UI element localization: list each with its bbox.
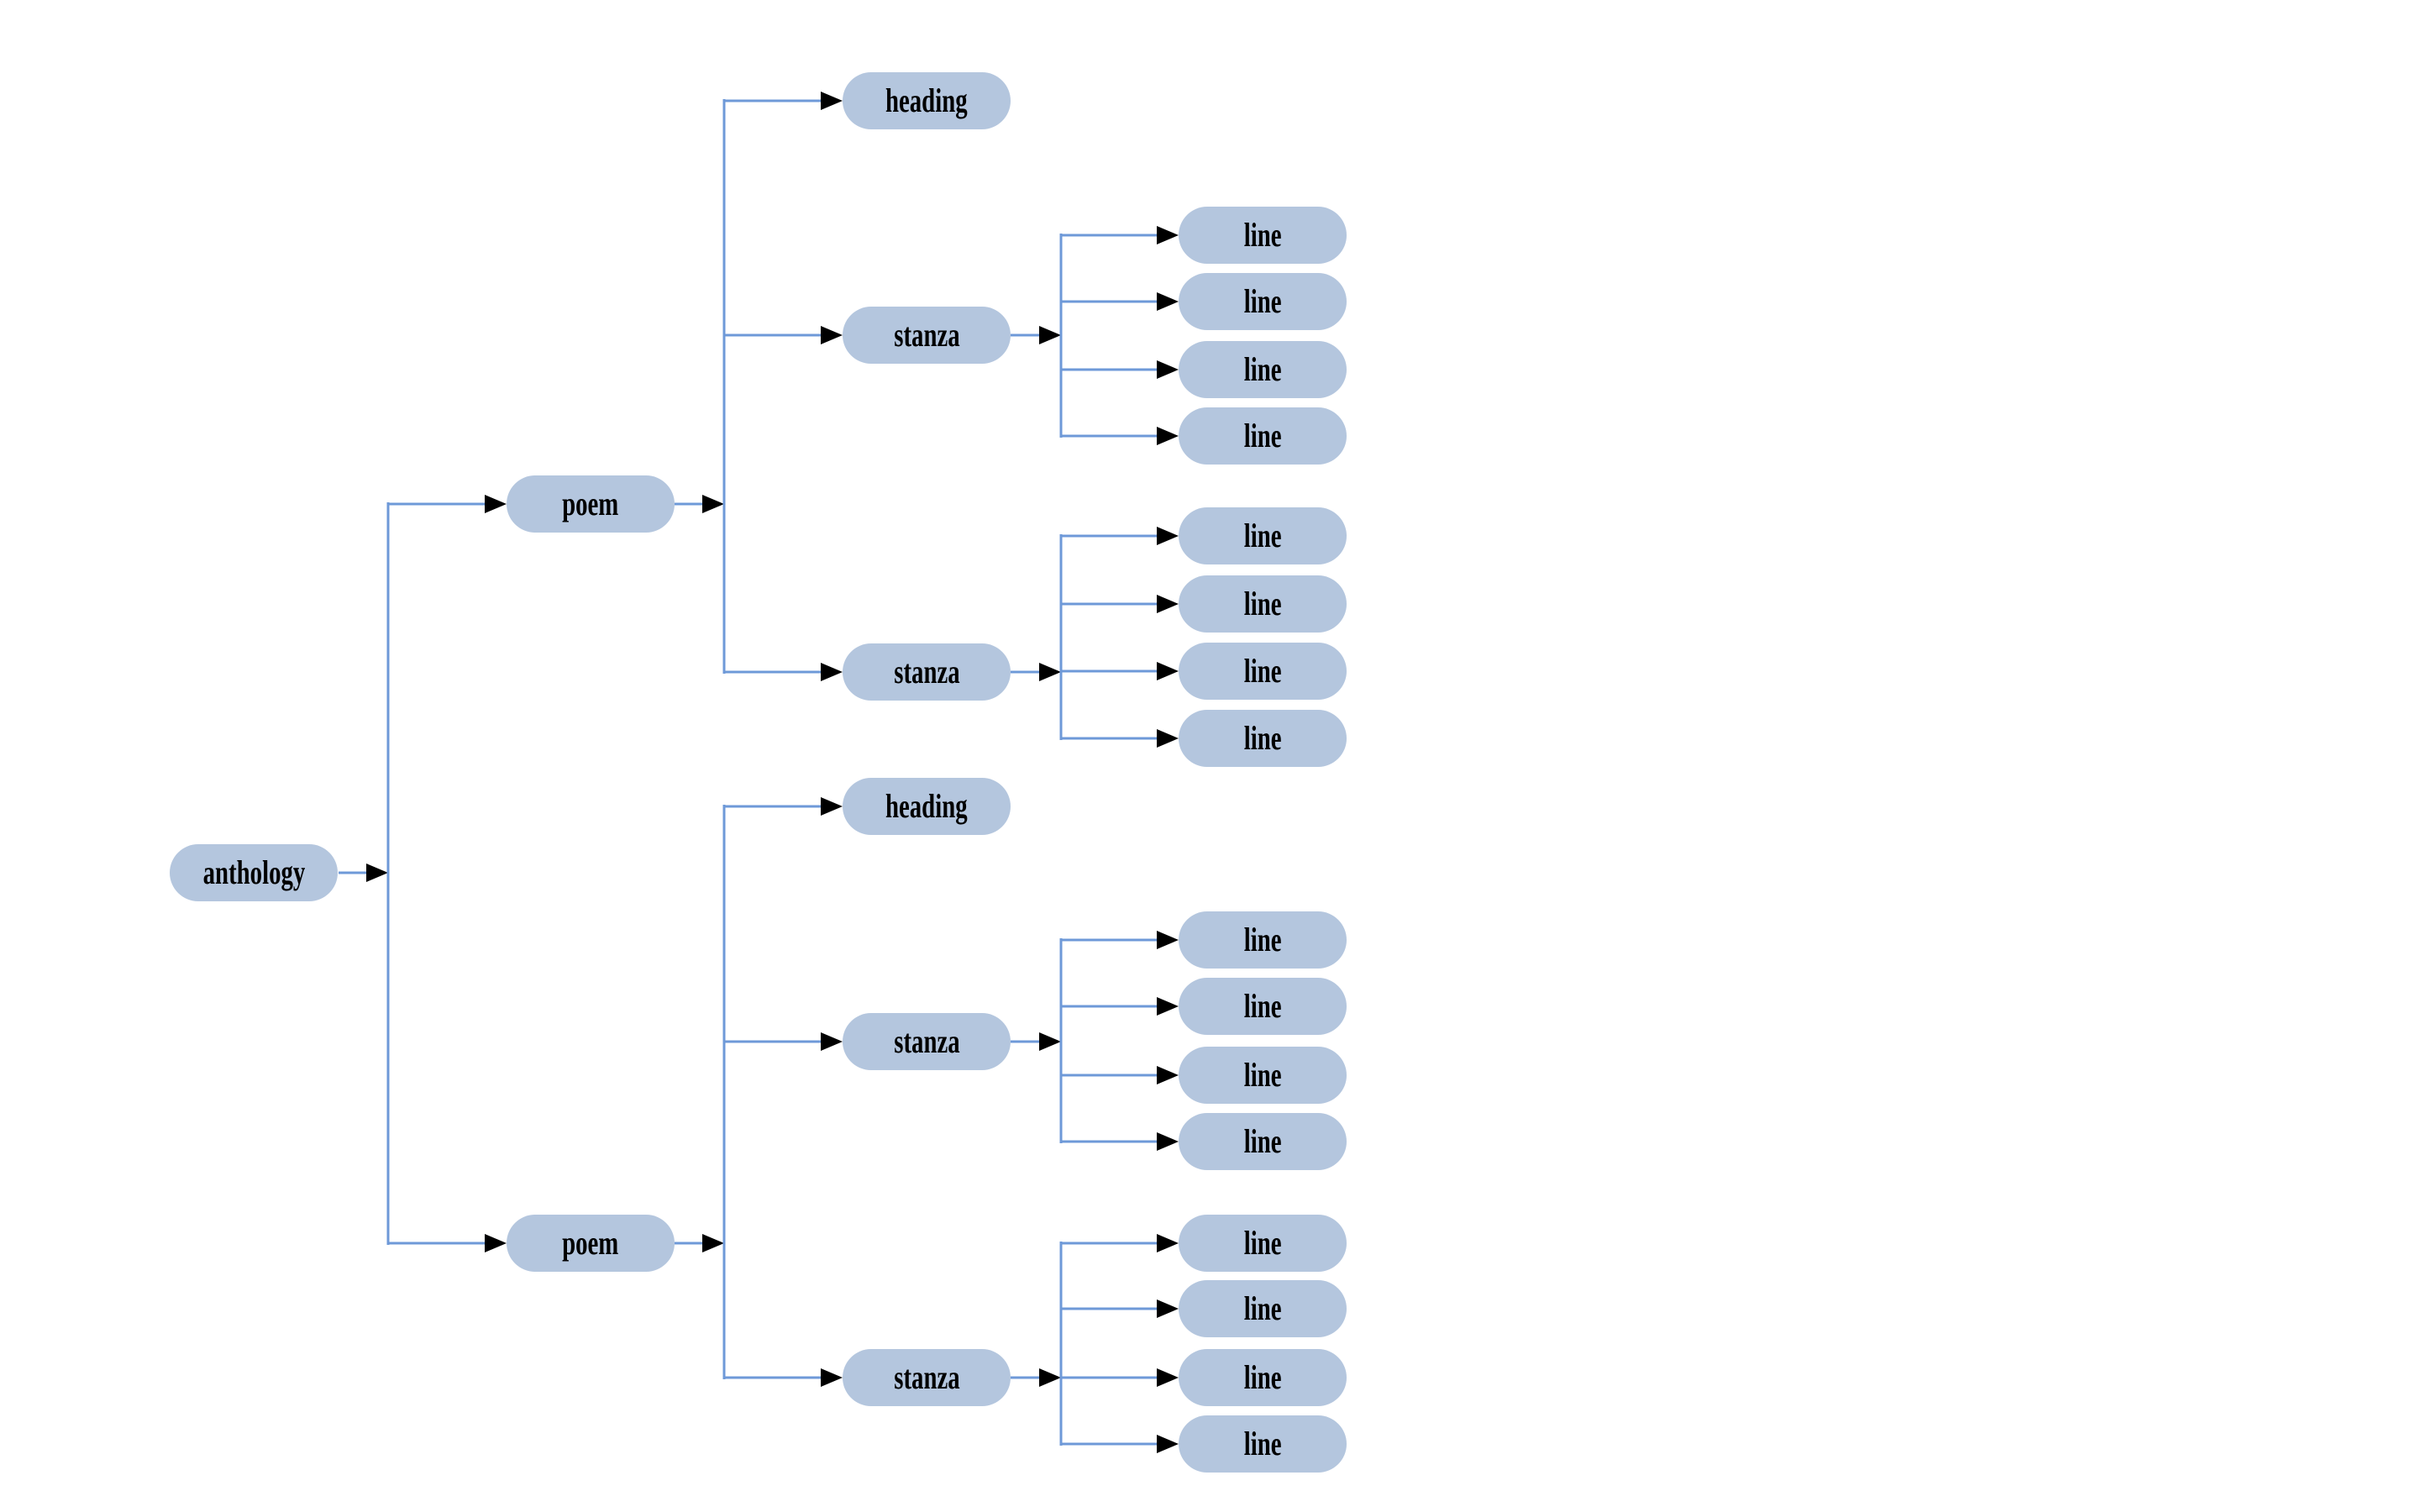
node-poem-1: poem xyxy=(507,475,675,533)
node-label: line xyxy=(1243,921,1282,958)
connector-arrowhead xyxy=(821,797,843,816)
node-label: line xyxy=(1243,1122,1282,1160)
node-line-3-1: line xyxy=(1179,911,1347,969)
connector-arrowhead xyxy=(702,1234,724,1252)
node-line-2-2: line xyxy=(1179,575,1347,633)
edges-stanza1-to-lines xyxy=(1011,226,1179,445)
node-label: poem xyxy=(562,1224,619,1262)
node-stanza-3: stanza xyxy=(843,1013,1011,1070)
node-line-4-2: line xyxy=(1179,1280,1347,1337)
node-heading-1: heading xyxy=(843,72,1011,129)
node-line-3-2: line xyxy=(1179,978,1347,1035)
connector-arrowhead xyxy=(1157,527,1179,545)
connector-arrowhead xyxy=(1157,729,1179,748)
node-label: line xyxy=(1243,282,1282,320)
node-poem-2: poem xyxy=(507,1215,675,1272)
connector-arrowhead xyxy=(702,495,724,513)
connector-arrowhead xyxy=(1039,1368,1061,1387)
connector-arrowhead xyxy=(821,1032,843,1051)
node-label: stanza xyxy=(893,1022,960,1060)
edges-anthology-to-poems xyxy=(339,495,507,1252)
node-label: line xyxy=(1243,1425,1282,1462)
node-label: line xyxy=(1243,719,1282,757)
node-label: anthology xyxy=(202,853,305,891)
node-label: line xyxy=(1243,417,1282,454)
connector-arrowhead xyxy=(1157,1066,1179,1084)
node-line-2-4: line xyxy=(1179,710,1347,767)
connector-arrowhead xyxy=(1157,1234,1179,1252)
edges-stanza3-to-lines xyxy=(1011,931,1179,1151)
node-label: line xyxy=(1243,216,1282,254)
connector-arrowhead xyxy=(1157,292,1179,311)
connector-arrowhead xyxy=(1039,326,1061,344)
edges-stanza4-to-lines xyxy=(1011,1234,1179,1453)
connector-arrowhead xyxy=(1157,226,1179,244)
edges-poem1-to-children xyxy=(675,92,843,681)
node-label: line xyxy=(1243,987,1282,1025)
connector-arrowhead xyxy=(1157,427,1179,445)
node-line-2-3: line xyxy=(1179,643,1347,700)
node-line-3-4: line xyxy=(1179,1113,1347,1170)
connector-arrowhead xyxy=(1157,1299,1179,1318)
node-stanza-4: stanza xyxy=(843,1349,1011,1406)
node-line-1-2: line xyxy=(1179,273,1347,330)
connector-arrowhead xyxy=(821,92,843,110)
node-line-3-3: line xyxy=(1179,1047,1347,1104)
node-label: line xyxy=(1243,350,1282,388)
node-label: line xyxy=(1243,585,1282,622)
node-label: line xyxy=(1243,1289,1282,1327)
connector-arrowhead xyxy=(1157,360,1179,379)
node-line-2-1: line xyxy=(1179,507,1347,564)
node-line-1-1: line xyxy=(1179,207,1347,264)
connector-arrowhead xyxy=(1157,595,1179,613)
connector-arrowhead xyxy=(821,663,843,681)
node-label: line xyxy=(1243,1358,1282,1396)
connector-arrowhead xyxy=(1157,1368,1179,1387)
connector-arrowhead xyxy=(1157,1132,1179,1151)
node-line-4-3: line xyxy=(1179,1349,1347,1406)
connector-arrowhead xyxy=(485,495,507,513)
connector-arrowhead xyxy=(821,1368,843,1387)
node-label: stanza xyxy=(893,316,960,354)
edges-poem2-to-children xyxy=(675,797,843,1387)
node-anthology: anthology xyxy=(170,844,338,901)
node-heading-2: heading xyxy=(843,778,1011,835)
node-line-1-3: line xyxy=(1179,341,1347,398)
node-label: line xyxy=(1243,1056,1282,1094)
connector-arrowhead xyxy=(366,864,388,882)
connector-arrowhead xyxy=(1039,1032,1061,1051)
connector-arrowhead xyxy=(1157,931,1179,949)
edges-stanza2-to-lines xyxy=(1011,527,1179,748)
connector-arrowhead xyxy=(485,1234,507,1252)
node-label: line xyxy=(1243,652,1282,690)
node-label: heading xyxy=(885,787,968,825)
connector-arrowhead xyxy=(1039,663,1061,681)
node-label: line xyxy=(1243,517,1282,554)
connector-arrowhead xyxy=(821,326,843,344)
node-line-1-4: line xyxy=(1179,407,1347,465)
node-stanza-2: stanza xyxy=(843,643,1011,701)
node-label: heading xyxy=(885,81,968,119)
node-label: poem xyxy=(562,485,619,522)
connector-arrowhead xyxy=(1157,1435,1179,1453)
node-label: stanza xyxy=(893,1358,960,1396)
connector-arrowhead xyxy=(1157,662,1179,680)
node-stanza-1: stanza xyxy=(843,307,1011,364)
connector-arrowhead xyxy=(1157,997,1179,1016)
node-line-4-1: line xyxy=(1179,1215,1347,1272)
node-label: stanza xyxy=(893,653,960,690)
node-label: line xyxy=(1243,1224,1282,1262)
node-line-4-4: line xyxy=(1179,1415,1347,1473)
